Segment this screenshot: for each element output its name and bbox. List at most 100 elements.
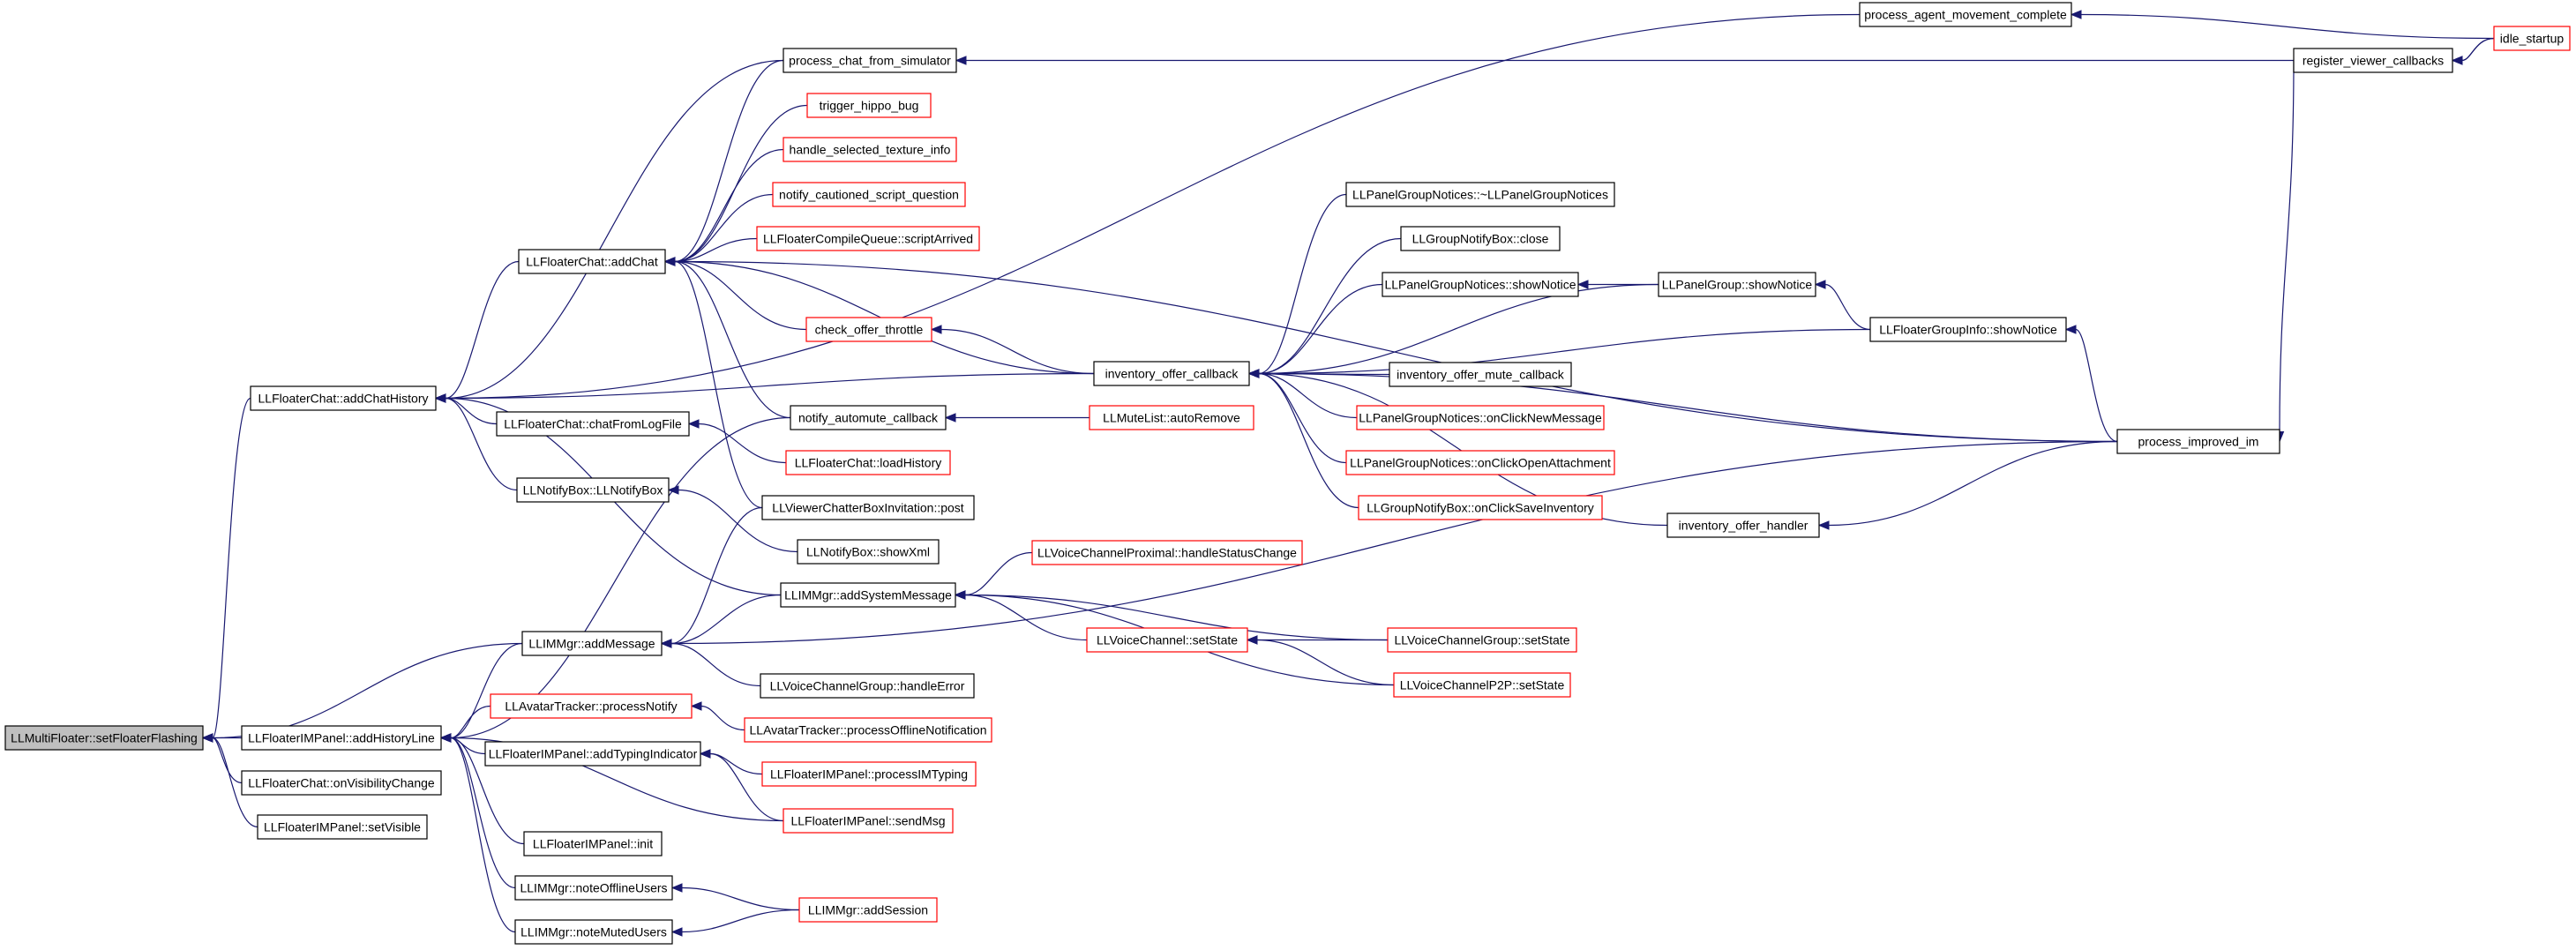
- node-llfloaterimpanel-addtypingindicator[interactable]: LLFloaterIMPanel::addTypingIndicator: [484, 741, 701, 767]
- node-llnotifybox-llnotifybox[interactable]: LLNotifyBox::LLNotifyBox: [516, 477, 670, 503]
- edge-loadhistory-to-chatfromlogfile: [698, 423, 787, 464]
- edge-onvisibilitychange-to-setfloaterflashing: [212, 737, 243, 784]
- arrowhead: [687, 419, 700, 429]
- node-llpanelgroupnotices-shownotice[interactable]: LLPanelGroupNotices::showNotice: [1382, 272, 1579, 297]
- node-box: [1393, 672, 1571, 698]
- node-llviewerchatterboxinvitation-post[interactable]: LLViewerChatterBoxInvitation::post: [761, 495, 975, 520]
- node-llpanelgroupnotices-onclickopenattachment[interactable]: LLPanelGroupNotices::onClickOpenAttachme…: [1345, 450, 1615, 475]
- node-box: [1400, 226, 1561, 251]
- arrowhead: [2064, 325, 2077, 334]
- node-llfloaterimpanel-addhistoryline[interactable]: LLFloaterIMPanel::addHistoryLine: [241, 725, 442, 751]
- node-label: handle_selected_texture_info: [790, 143, 951, 157]
- node-process-chat-from-simulator[interactable]: process_chat_from_simulator: [783, 48, 957, 73]
- node-llpanelgroupnotices-onclicknewmessage[interactable]: LLPanelGroupNotices::onClickNewMessage: [1356, 405, 1605, 430]
- edge-proximalhandlestatuschange-to-addsystemmessage: [964, 551, 1033, 596]
- node-box: [2493, 26, 2571, 51]
- node-label: LLFloaterChat::onVisibilityChange: [248, 776, 435, 790]
- node-llmultifloater-setfloaterflashing: LLMultiFloater::setFloaterFlashing: [4, 725, 204, 751]
- node-box: [2116, 429, 2280, 454]
- node-label: inventory_offer_mute_callback: [1397, 368, 1565, 382]
- edge-registerviewercallbacks-to-processimprovedim: [2279, 60, 2295, 432]
- node-box: [780, 582, 956, 608]
- edge-onclicknewmessage-to-inventoryoffercallback: [1258, 372, 1358, 419]
- node-llfloaterimpanel-processimtyping[interactable]: LLFloaterIMPanel::processIMTyping: [761, 761, 977, 787]
- node-idle-startup[interactable]: idle_startup: [2493, 26, 2571, 51]
- edge-processimtyping-to-addtypingindicator: [709, 752, 763, 775]
- edge-onclickopenattachment-to-inventoryoffercallback: [1258, 372, 1347, 464]
- node-llimmgr-noteofflineusers[interactable]: LLIMMgr::noteOfflineUsers: [514, 875, 673, 901]
- node-box: [798, 897, 938, 923]
- node-llvoicechannelgroup-handleerror[interactable]: LLVoiceChannelGroup::handleError: [760, 673, 975, 699]
- node-box: [1869, 317, 2067, 342]
- node-label: LLAvatarTracker::processOfflineNotificat…: [750, 723, 987, 737]
- node-llimmgr-addsystemmessage[interactable]: LLIMMgr::addSystemMessage: [780, 582, 956, 608]
- arrowhead: [201, 733, 213, 743]
- edge-processnotify-to-addhistoryline: [450, 705, 491, 739]
- edge-floatergroupinfoshownotice-to-inventoryoffercallback: [1258, 328, 1871, 375]
- node-llimmgr-addsession[interactable]: LLIMMgr::addSession: [798, 897, 938, 923]
- node-box: [761, 495, 975, 520]
- edge-voicechannelgroupsetstate-to-addsystemmessage: [964, 594, 1389, 641]
- edge-voicegrouphandleerror-to-addmessage: [670, 642, 761, 687]
- node-notify-cautioned-script-question[interactable]: notify_cautioned_script_question: [772, 182, 966, 207]
- node-inventory-offer-mute-callback[interactable]: inventory_offer_mute_callback: [1389, 362, 1572, 387]
- node-llvoicechannelgroup-setstate[interactable]: LLVoiceChannelGroup::setState: [1387, 627, 1577, 653]
- node-llfloaterimpanel-setvisible[interactable]: LLFloaterIMPanel::setVisible: [257, 814, 428, 840]
- arrowhead: [690, 701, 702, 711]
- node-box: [1031, 540, 1303, 565]
- node-llfloaterchat-onvisibilitychange[interactable]: LLFloaterChat::onVisibilityChange: [241, 770, 442, 796]
- node-llfloaterimpanel-init[interactable]: LLFloaterIMPanel::init: [523, 831, 663, 856]
- node-llfloaterchat-loadhistory[interactable]: LLFloaterChat::loadHistory: [785, 450, 951, 475]
- node-llavatartracker-processnotify[interactable]: LLAvatarTracker::processNotify: [490, 693, 693, 719]
- node-inventory-offer-handler[interactable]: inventory_offer_handler: [1666, 512, 1820, 538]
- graph-edges: [201, 10, 2495, 937]
- node-register-viewer-callbacks[interactable]: register_viewer_callbacks: [2293, 48, 2453, 73]
- node-label: LLFloaterIMPanel::processIMTyping: [770, 767, 968, 782]
- edge-chatterboxinvitationpost-to-addmessage: [670, 506, 763, 645]
- node-llimmgr-notemutedusers[interactable]: LLIMMgr::noteMutedUsers: [514, 919, 673, 945]
- node-handle-selected-texture-info[interactable]: handle_selected_texture_info: [783, 137, 957, 162]
- node-box: [521, 631, 663, 656]
- node-box: [785, 450, 951, 475]
- node-process-improved-im[interactable]: process_improved_im: [2116, 429, 2280, 454]
- node-process-agent-movement-complete[interactable]: process_agent_movement_complete: [1859, 2, 2072, 27]
- node-llimmgr-addmessage[interactable]: LLIMMgr::addMessage: [521, 631, 663, 656]
- node-box: [490, 693, 693, 719]
- node-llfloaterchat-addchathistory[interactable]: LLFloaterChat::addChatHistory: [250, 385, 437, 411]
- node-label: LLPanelGroup::showNotice: [1662, 278, 1813, 292]
- node-llnotifybox-showxml[interactable]: LLNotifyBox::showXml: [797, 539, 940, 565]
- node-label: LLVoiceChannelGroup::handleError: [770, 679, 965, 693]
- node-llfloaterchat-addchat[interactable]: LLFloaterChat::addChat: [518, 249, 666, 274]
- node-llgroupnotifybox-onclicksaveinventory[interactable]: LLGroupNotifyBox::onClickSaveInventory: [1358, 495, 1603, 520]
- edge-addmessage-to-addhistoryline: [450, 642, 523, 739]
- node-box: [761, 761, 977, 787]
- node-box: [1389, 362, 1572, 387]
- node-inventory-offer-callback[interactable]: inventory_offer_callback: [1093, 361, 1250, 386]
- node-llfloatercompilequeue-scriptarrived[interactable]: LLFloaterCompileQueue::scriptArrived: [756, 226, 980, 251]
- node-llfloaterimpanel-sendmsg[interactable]: LLFloaterIMPanel::sendMsg: [783, 808, 954, 834]
- node-llvoicechannelp2p-setstate[interactable]: LLVoiceChannelP2P::setState: [1393, 672, 1571, 698]
- node-box: [1382, 272, 1579, 297]
- node-llfloatergroupinfo-shownotice[interactable]: LLFloaterGroupInfo::showNotice: [1869, 317, 2067, 342]
- node-llmutelist-autoremove[interactable]: LLMuteList::autoRemove: [1089, 405, 1254, 430]
- node-box: [1345, 182, 1615, 207]
- node-box: [783, 808, 954, 834]
- node-llpanelgroup-shownotice[interactable]: LLPanelGroup::showNotice: [1658, 272, 1816, 297]
- arrowhead: [930, 325, 942, 334]
- node-llpanelgroupnotices-llpanelgroupnotices[interactable]: LLPanelGroupNotices::~LLPanelGroupNotice…: [1345, 182, 1615, 207]
- node-notify-automute-callback[interactable]: notify_automute_callback: [790, 405, 947, 430]
- node-label: LLNotifyBox::LLNotifyBox: [523, 483, 663, 497]
- node-llfloaterchat-chatfromlogfile[interactable]: LLFloaterChat::chatFromLogFile: [496, 411, 690, 437]
- node-llgroupnotifybox-close[interactable]: LLGroupNotifyBox::close: [1400, 226, 1561, 251]
- edge-floatergroupinfoshownotice-to-panelgroupshownotice: [1824, 283, 1871, 331]
- edge-panelgroupnoticesshownotice-to-inventoryoffercallback: [1258, 283, 1383, 375]
- edge-voicechannelp2psetstate-to-voicechannelsetstate: [1256, 639, 1395, 686]
- arrowhead: [699, 749, 711, 759]
- node-trigger-hippo-bug[interactable]: trigger_hippo_bug: [806, 93, 932, 118]
- node-llvoicechannelproximal-handlestatuschange[interactable]: LLVoiceChannelProximal::handleStatusChan…: [1031, 540, 1303, 565]
- node-check-offer-throttle[interactable]: check_offer_throttle: [805, 317, 932, 342]
- node-label: LLNotifyBox::showXml: [806, 545, 930, 559]
- node-llvoicechannel-setstate[interactable]: LLVoiceChannel::setState: [1086, 627, 1248, 653]
- node-llavatartracker-processofflinenotification[interactable]: LLAvatarTracker::processOfflineNotificat…: [744, 717, 992, 743]
